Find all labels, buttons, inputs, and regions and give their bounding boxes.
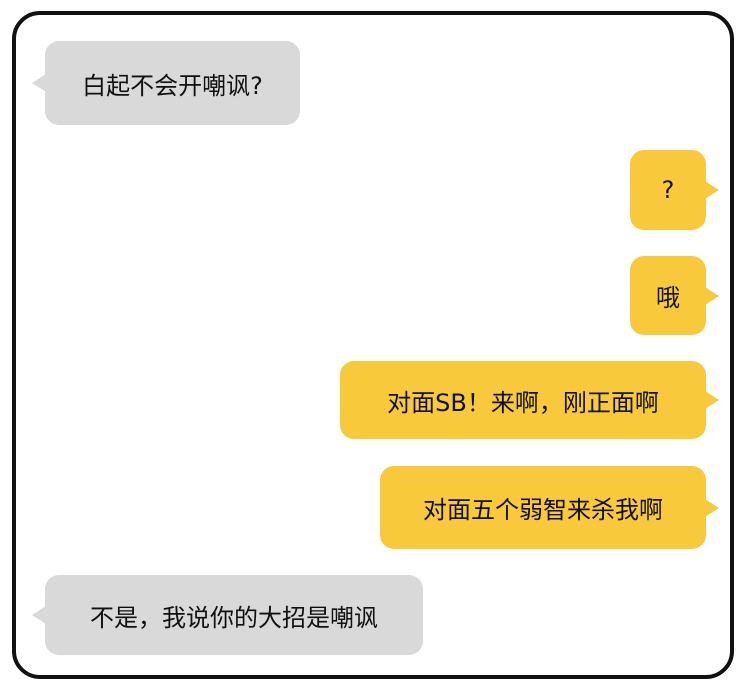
message-text: ? [661, 176, 675, 204]
message-bubble-incoming[interactable]: 不是，我说你的大招是嘲讽 [32, 575, 423, 655]
message-bubble-outgoing[interactable]: 哦 [630, 256, 719, 335]
message-bubble-outgoing[interactable]: 对面五个弱智来杀我啊 [380, 466, 719, 549]
message-text: 白起不会开嘲讽? [82, 71, 263, 100]
message-text: 对面五个弱智来杀我啊 [423, 496, 663, 524]
message-text: 对面SB！来啊，刚正面啊 [387, 388, 659, 417]
message-text: 不是，我说你的大招是嘲讽 [90, 603, 378, 632]
message-text: 哦 [656, 284, 680, 312]
message-bubble-incoming[interactable]: 白起不会开嘲讽? [32, 41, 300, 125]
message-bubble-outgoing[interactable]: ? [630, 150, 719, 230]
message-bubble-outgoing[interactable]: 对面SB！来啊，刚正面啊 [340, 361, 719, 439]
